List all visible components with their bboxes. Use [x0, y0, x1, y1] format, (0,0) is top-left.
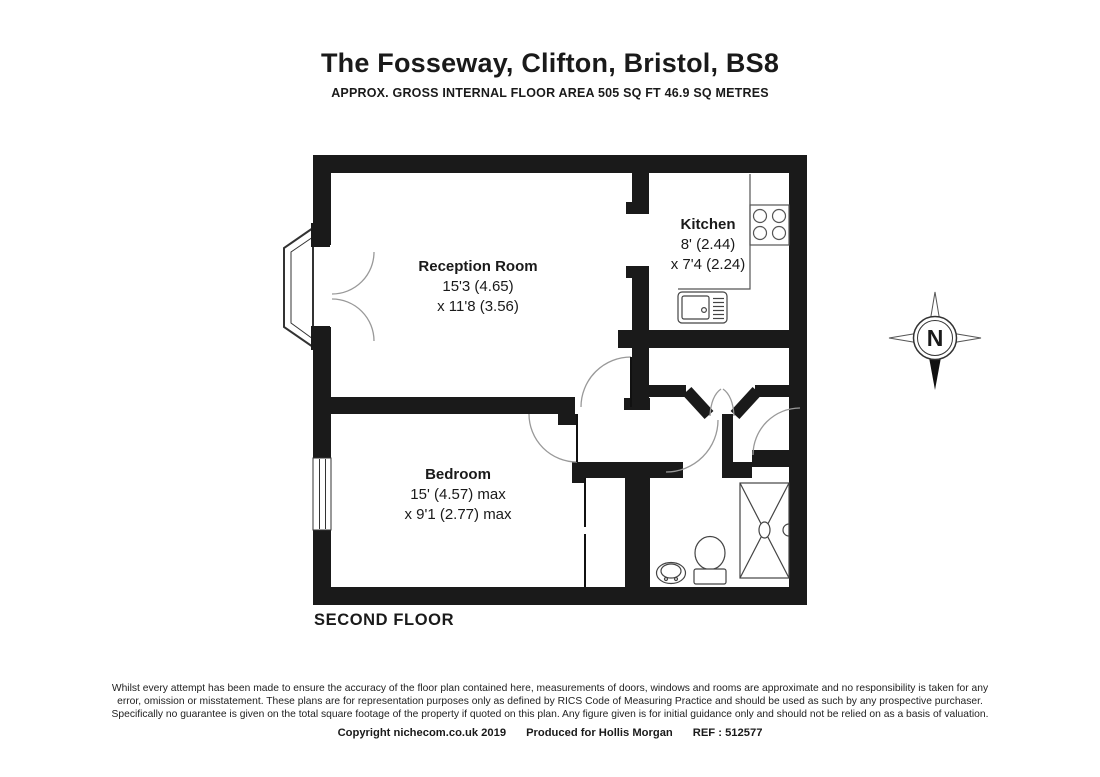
walls — [311, 155, 807, 605]
french-door-upper-swing — [331, 251, 375, 295]
reception-room-label: Reception Room 15'3 (4.65) x 11'8 (3.56) — [358, 257, 598, 317]
bathroom-door-swing — [752, 407, 801, 456]
toilet-icon — [693, 535, 727, 585]
produced-for-text: Produced for Hollis Morgan — [526, 727, 673, 739]
page-title: The Fosseway, Clifton, Bristol, BS8 — [320, 48, 780, 78]
floor-plan — [283, 155, 807, 605]
disclaimer-line: error, omission or misstatement. These p… — [117, 696, 983, 707]
shower-icon — [739, 482, 790, 579]
compass-rose-icon: N — [888, 291, 982, 390]
floor-name-label: SECOND FLOOR — [314, 611, 455, 629]
door-leaves — [576, 357, 632, 587]
bedroom-window — [312, 457, 332, 531]
kitchen-label: Kitchen 8' (2.44) x 7'4 (2.24) — [628, 215, 788, 275]
room-name: Reception Room — [418, 258, 538, 275]
room-name: Bedroom — [425, 466, 491, 483]
hall-left-door-swing — [665, 419, 719, 473]
copyright-text: Copyright nichecom.co.uk 2019 — [337, 727, 507, 739]
room-dimension: x 9'1 (2.77) max — [404, 506, 512, 523]
disclaimer-text: Whilst every attempt has been made to en… — [0, 682, 1100, 721]
french-door-lower-swing — [331, 298, 375, 342]
room-dimension: x 11'8 (3.56) — [437, 298, 519, 315]
basin-icon — [655, 561, 687, 585]
room-dimension: 8' (2.44) — [680, 236, 736, 253]
entrance-splays — [682, 386, 762, 420]
sink-icon — [677, 291, 728, 324]
bedroom-door-swing — [528, 413, 578, 463]
hob-icon — [749, 204, 790, 246]
room-dimension: 15'3 (4.65) — [442, 278, 514, 295]
copyright-row: Copyright nichecom.co.uk 2019 Produced f… — [0, 727, 1100, 739]
bedroom-label: Bedroom 15' (4.57) max x 9'1 (2.77) max — [338, 465, 578, 525]
room-name: Kitchen — [680, 216, 736, 233]
disclaimer-line: Specifically no guarantee is given on th… — [111, 709, 989, 720]
floor-area-subtitle: APPROX. GROSS INTERNAL FLOOR AREA 505 SQ… — [331, 86, 769, 100]
entrance-door-leaf-right — [722, 388, 735, 417]
door-swings — [331, 251, 801, 473]
disclaimer-line: Whilst every attempt has been made to en… — [111, 683, 989, 694]
bay-window — [283, 226, 314, 349]
reference-number: REF : 512577 — [692, 727, 763, 739]
room-dimension: x 7'4 (2.24) — [670, 256, 746, 273]
compass-north-label: N — [927, 325, 944, 351]
room-dimension: 15' (4.57) max — [410, 486, 506, 503]
entrance-door-leaf-left — [709, 388, 722, 417]
reception-door-swing — [580, 356, 632, 408]
